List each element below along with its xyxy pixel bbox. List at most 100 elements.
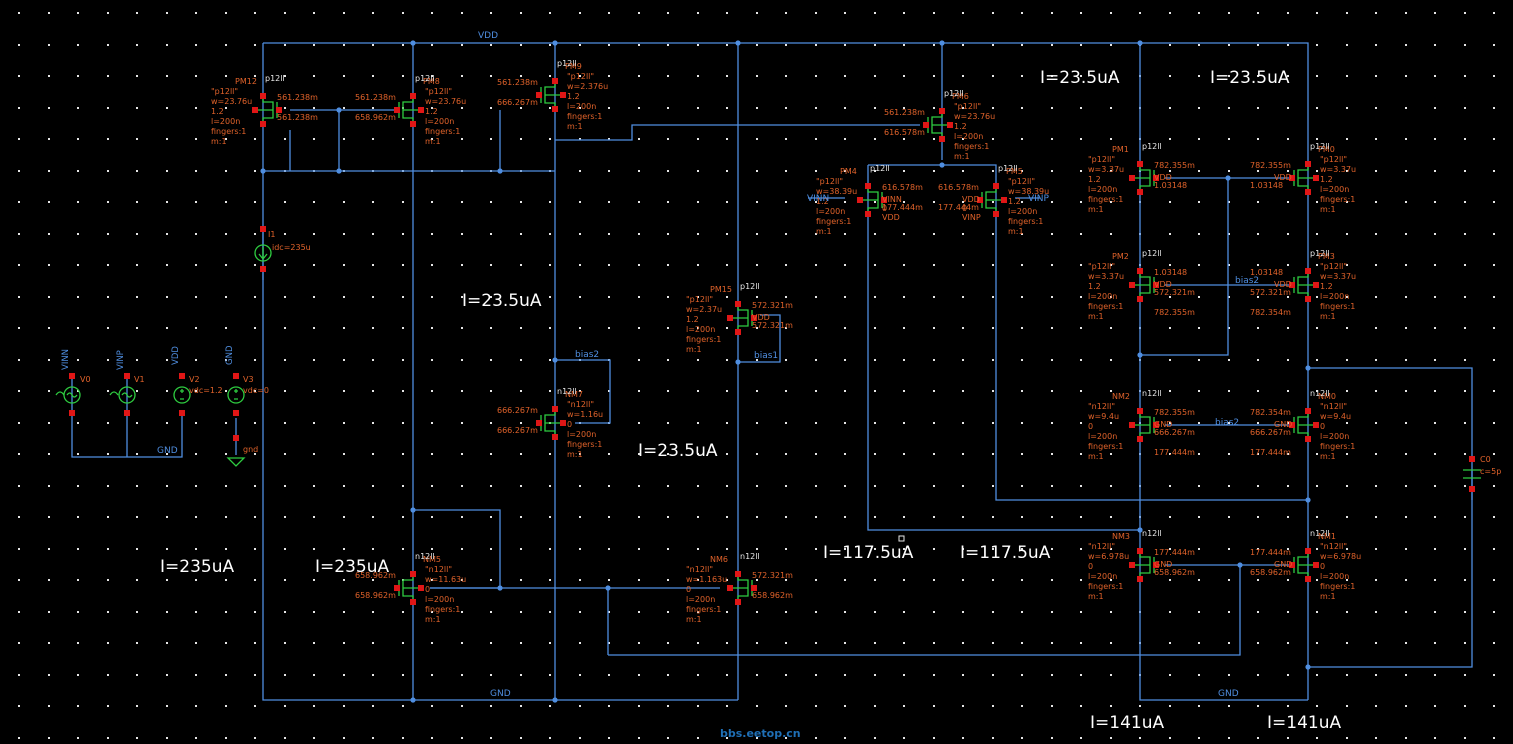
pin-net: VDD: [1274, 280, 1292, 289]
pin-net: GND: [1274, 560, 1292, 569]
voltage-source-v3[interactable]: GND V3 vdc=0 gnd: [225, 345, 269, 467]
operating-point: 177.444m: [938, 203, 979, 212]
vinp-terminal-label: VINP: [1028, 194, 1050, 204]
junction-dot: [410, 40, 416, 46]
device-param: m:1: [211, 137, 227, 146]
junction-dot: [497, 585, 503, 591]
transistor-nm5[interactable]: NM5n12ll"n12ll"w=11.63u0l=200nfingers:1m…: [355, 552, 466, 624]
device-name: NM6: [710, 555, 728, 564]
pin: [1313, 422, 1319, 428]
pin: [276, 107, 282, 113]
transistor-pm5[interactable]: PM5p12ll"p12ll"w=38.39u1.2l=200nfingers:…: [938, 164, 1049, 236]
pin: [1153, 562, 1159, 568]
transistor-pm9[interactable]: PM9p12ll"p12ll"w=2.376u1.2l=200nfingers:…: [497, 59, 608, 131]
device-param: 1.2: [1320, 175, 1333, 184]
transistor-pm8[interactable]: PM8p12ll"p12ll"w=23.76u1.2l=200nfingers:…: [355, 74, 466, 146]
device-param: fingers:1: [567, 112, 602, 121]
pin: [727, 585, 733, 591]
device-param: "n12ll": [1320, 542, 1347, 551]
device-param: l=200n: [1088, 185, 1117, 194]
device-param: m:1: [425, 137, 441, 146]
v3-net: GND: [225, 345, 235, 365]
junction-dot: [410, 507, 416, 513]
device-param: fingers:1: [686, 605, 721, 614]
pin: [735, 571, 741, 577]
device-model: p12ll: [1142, 249, 1162, 258]
device-param: "p12ll": [1008, 177, 1035, 186]
device-param: fingers:1: [1088, 302, 1123, 311]
pin: [735, 301, 741, 307]
current-label: I=141uA: [1090, 713, 1164, 733]
v1-name: V1: [134, 375, 145, 384]
pin: [977, 197, 983, 203]
pin: [1001, 197, 1007, 203]
pin-net: 0: [882, 204, 887, 213]
device-param: 1.2: [1088, 282, 1101, 291]
transistor-nm7[interactable]: NM7n12ll"n12ll"w=1.16u0l=200nfingers:1m:…: [497, 387, 603, 459]
pin: [1129, 282, 1135, 288]
device-param: 0: [1088, 562, 1093, 571]
transistor-nm0[interactable]: NM0n12ll"n12ll"w=9.4u0l=200nfingers:1m:1…: [1250, 389, 1355, 461]
device-param: fingers:1: [1008, 217, 1043, 226]
device-param: w=11.63u: [425, 575, 466, 584]
device-model: n12ll: [740, 552, 760, 561]
device-param: "p12ll": [816, 177, 843, 186]
operating-point: 666.267m: [1250, 428, 1291, 437]
pin: [1137, 189, 1143, 195]
pin: [1305, 268, 1311, 274]
operating-point: 782.355m: [1154, 408, 1195, 417]
junction-dot: [1137, 527, 1143, 533]
device-param: l=200n: [1088, 292, 1117, 301]
capacitor-c0[interactable]: C0 c=5p: [1463, 455, 1501, 500]
vinn-terminal-label: VINN: [807, 194, 829, 204]
voltage-source-v0[interactable]: VINN V0: [55, 349, 91, 416]
device-name: NM0: [1318, 392, 1336, 401]
transistor-pm0[interactable]: PM0p12ll"p12ll"w=3.37u1.2l=200nfingers:1…: [1250, 142, 1356, 214]
device-param: m:1: [1088, 312, 1104, 321]
device-param: w=1.163u: [686, 575, 727, 584]
operating-point: 572.321m: [752, 301, 793, 310]
voltage-source-v2[interactable]: VDD V2 vdc=1.2: [171, 346, 223, 416]
device-model: p12ll: [415, 74, 435, 83]
device-param: w=3.37u: [1320, 272, 1356, 281]
operating-point: 616.578m: [884, 128, 925, 137]
device-param: 1.2: [425, 107, 438, 116]
pin: [410, 121, 416, 127]
device-param: w=23.76u: [954, 112, 995, 121]
operating-point: 1.03148: [1154, 181, 1187, 190]
device-param: 1.2: [816, 197, 829, 206]
operating-point: 1.03148: [1250, 268, 1283, 277]
c0-param: c=5p: [1480, 467, 1501, 476]
junction-dot: [552, 40, 558, 46]
pin: [1137, 268, 1143, 274]
current-label: I=235uA: [315, 557, 389, 577]
operating-point: 666.267m: [497, 406, 538, 415]
pin: [993, 211, 999, 217]
device-param: 0: [1088, 422, 1093, 431]
device-param: l=200n: [686, 325, 715, 334]
device-param: w=23.76u: [425, 97, 466, 106]
transistor-nm1[interactable]: NM1n12ll"n12ll"w=6.978u0l=200nfingers:1m…: [1250, 529, 1361, 601]
junction-dot: [939, 162, 945, 168]
current-label: I=23.5uA: [1040, 68, 1120, 88]
pin: [394, 107, 400, 113]
voltage-source-v1[interactable]: VINP V1: [109, 350, 145, 416]
device-param: 1.2: [1008, 197, 1021, 206]
transistor-pm6[interactable]: PM6p12ll"p12ll"w=23.76u1.2l=200nfingers:…: [884, 89, 995, 161]
junction-dot: [1225, 175, 1231, 181]
transistor-pm3[interactable]: PM3p12ll"p12ll"w=3.37u1.2l=200nfingers:1…: [1250, 249, 1356, 321]
device-param: "n12ll": [567, 400, 594, 409]
gnd-net-label-right: GND: [1218, 689, 1239, 699]
operating-point: 177.444m: [1154, 548, 1195, 557]
current-source-i1[interactable]: I1 idc=235u: [254, 226, 311, 272]
device-param: w=23.76u: [211, 97, 252, 106]
operating-point: 782.354m: [1250, 308, 1291, 317]
